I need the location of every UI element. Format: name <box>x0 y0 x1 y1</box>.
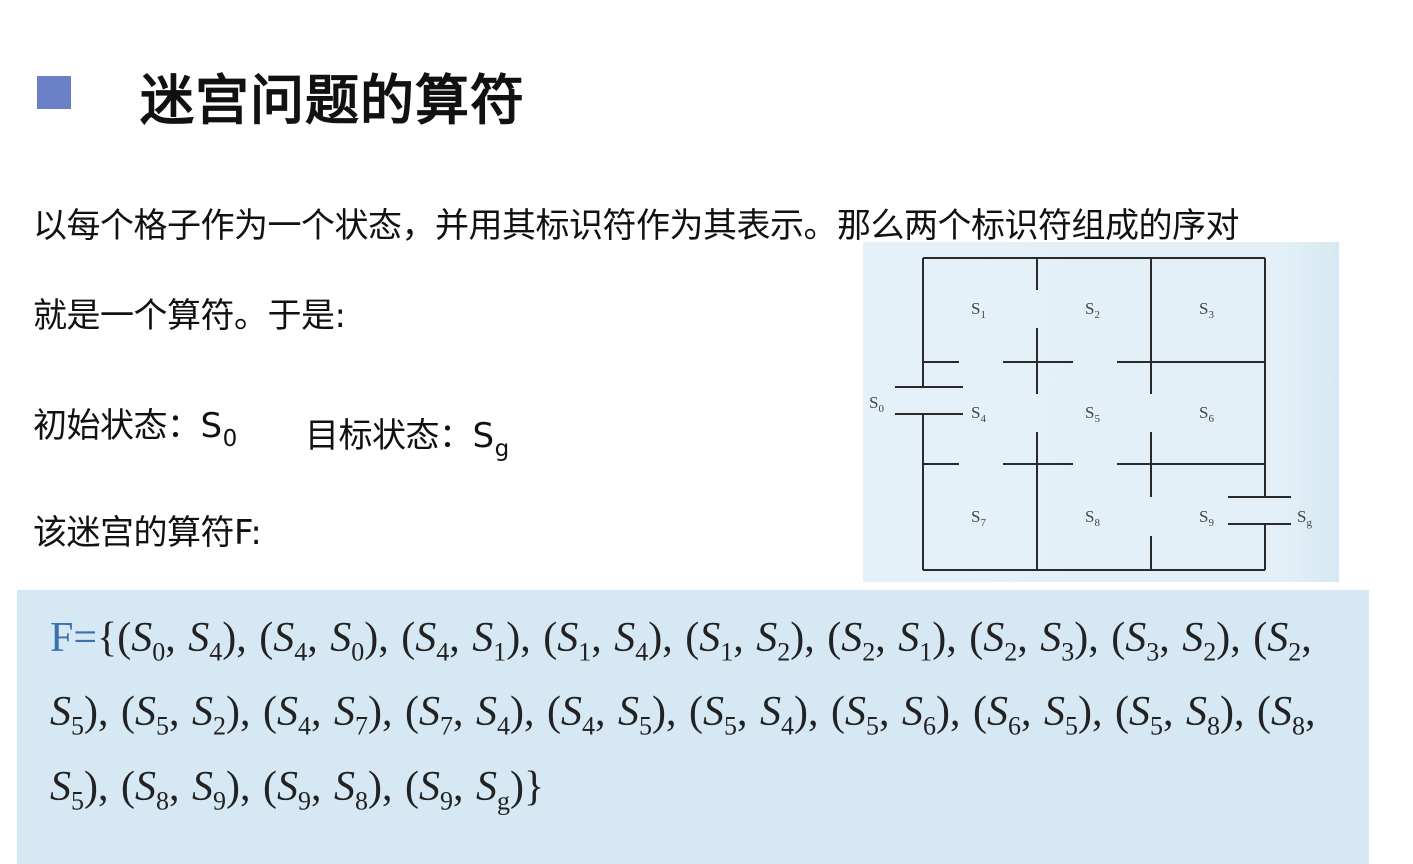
operator-pair: (S4, S7) <box>263 689 382 741</box>
goal-state-subscript: g <box>494 436 510 462</box>
maze-entry-label: S0 <box>869 393 884 415</box>
initial-state: 初始状态：S0 <box>33 398 237 452</box>
operator-pair: (S3, S2) <box>1111 615 1231 667</box>
title-bullet <box>37 76 71 109</box>
operator-pair: (S7, S4) <box>405 689 524 741</box>
paragraph-intro: 以每个格子作为一个状态，并用其标识符作为其表示。那么两个标识符组成的序对 <box>33 206 1240 246</box>
maze-cell-label-s7: S7 <box>971 507 986 529</box>
operator-pair: (S4, S1) <box>401 615 521 667</box>
initial-state-label: 初始状态：S <box>33 406 222 446</box>
maze-cell-label-s9: S9 <box>1199 507 1214 529</box>
initial-state-subscript: 0 <box>222 426 238 452</box>
operator-pair: (S5, S2) <box>121 689 240 741</box>
maze-exit-label: Sg <box>1297 507 1312 529</box>
operator-pair: (S2, S3) <box>969 615 1089 667</box>
operator-pair: (S4, S5) <box>547 689 666 741</box>
slide-title: 迷宫问题的算符 <box>140 69 525 132</box>
operator-pair: (S8, S9) <box>121 763 240 816</box>
operator-set-prefix: F= <box>50 615 98 661</box>
maze-cell-label-s6: S6 <box>1199 403 1214 425</box>
operator-pair: (S1, S2) <box>685 615 805 667</box>
operator-pair: (S9, S8) <box>263 763 382 816</box>
maze-walls <box>895 257 1291 571</box>
operator-pair: (S2, S1) <box>827 615 947 667</box>
maze-cell-label-s5: S5 <box>1085 403 1100 425</box>
paragraph-conclusion: 就是一个算符。于是: <box>33 296 346 336</box>
maze-cell-label-s1: S1 <box>971 299 986 321</box>
operator-set-box: F={(S0, S4), (S4, S0), (S4, S1), (S1, S4… <box>17 590 1369 864</box>
operator-pair: (S9, Sg) <box>405 763 524 816</box>
operator-pair: (S1, S4) <box>543 615 663 667</box>
goal-state: 目标状态：Sg <box>305 408 509 462</box>
operator-set-formula: F={(S0, S4), (S4, S0), (S4, S1), (S1, S4… <box>50 615 1316 816</box>
maze-cell-label-s4: S4 <box>971 403 986 425</box>
operator-pair: (S2, S5) <box>50 615 1312 741</box>
operator-pair: (S5, S8) <box>1115 689 1234 741</box>
operator-pair: (S8, S5) <box>50 689 1316 816</box>
operator-label: 该迷宫的算符F: <box>33 513 262 553</box>
maze-cell-label-s3: S3 <box>1199 299 1214 321</box>
maze-cell-label-s8: S8 <box>1085 507 1100 529</box>
operator-pair: (S5, S4) <box>689 689 808 741</box>
operator-pair: (S6, S5) <box>973 689 1092 741</box>
operator-pair: (S0, S4) <box>117 615 237 667</box>
goal-state-label: 目标状态：S <box>305 416 494 456</box>
operator-pair: (S5, S6) <box>831 689 950 741</box>
operator-pair: (S4, S0) <box>259 615 379 667</box>
maze-cell-label-s2: S2 <box>1085 299 1100 321</box>
